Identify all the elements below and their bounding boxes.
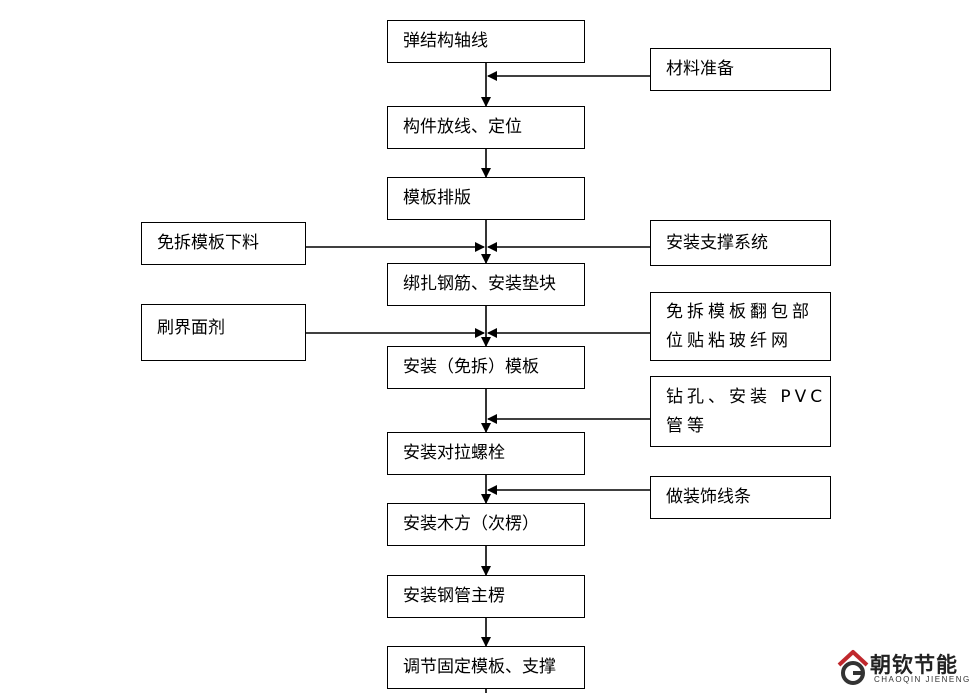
step-label-2: 构件放线、定位	[403, 117, 522, 137]
input-label-fiberglass-mesh-line2: 位贴粘玻纤网	[666, 330, 792, 351]
logo-name-cn: 朝钦节能	[870, 653, 958, 677]
step-label-4: 绑扎钢筋、安装垫块	[403, 274, 556, 294]
step-label-3: 模板排版	[403, 188, 471, 208]
step-box-3: 模板排版	[387, 177, 585, 220]
step-box-8: 安装钢管主楞	[387, 575, 585, 618]
input-box-template-cutting: 免拆模板下料	[141, 222, 306, 265]
step-box-1: 弹结构轴线	[387, 20, 585, 63]
logo-name-en: CHAOQIN JIENENG	[874, 675, 971, 684]
input-label-pvc-drilling-line2: 管等	[666, 415, 708, 436]
house-logo-icon	[837, 650, 869, 685]
step-box-5: 安装（免拆）模板	[387, 346, 585, 389]
input-box-pvc-drilling: 钻孔、安装 PVC 管等	[650, 376, 831, 447]
input-label-interface-agent: 刷界面剂	[157, 318, 225, 338]
step-label-6: 安装对拉螺栓	[403, 443, 505, 463]
step-box-9: 调节固定模板、支撑	[387, 646, 585, 689]
step-label-1: 弹结构轴线	[403, 31, 488, 51]
step-box-6: 安装对拉螺栓	[387, 432, 585, 475]
input-box-interface-agent: 刷界面剂	[141, 304, 306, 361]
input-box-fiberglass-mesh: 免拆模板翻包部 位贴粘玻纤网	[650, 292, 831, 361]
input-box-material-prep: 材料准备	[650, 48, 831, 91]
input-label-decor-lines: 做装饰线条	[666, 487, 751, 507]
step-label-8: 安装钢管主楞	[403, 586, 505, 606]
step-box-7: 安装木方（次楞）	[387, 503, 585, 546]
company-logo: 朝钦节能 CHAOQIN JIENENG	[836, 645, 978, 693]
step-box-2: 构件放线、定位	[387, 106, 585, 149]
input-label-material-prep: 材料准备	[666, 59, 734, 79]
input-box-decor-lines: 做装饰线条	[650, 476, 831, 519]
step-label-9: 调节固定模板、支撑	[403, 657, 556, 677]
step-label-5: 安装（免拆）模板	[403, 357, 539, 377]
input-label-template-cutting: 免拆模板下料	[157, 233, 259, 253]
input-box-support-system: 安装支撑系统	[650, 220, 831, 266]
step-box-4: 绑扎钢筋、安装垫块	[387, 263, 585, 306]
input-label-support-system: 安装支撑系统	[666, 232, 768, 253]
input-label-fiberglass-mesh-line1: 免拆模板翻包部	[666, 301, 813, 322]
step-label-7: 安装木方（次楞）	[403, 514, 539, 534]
input-label-pvc-drilling-line1: 钻孔、安装 PVC	[666, 386, 827, 407]
